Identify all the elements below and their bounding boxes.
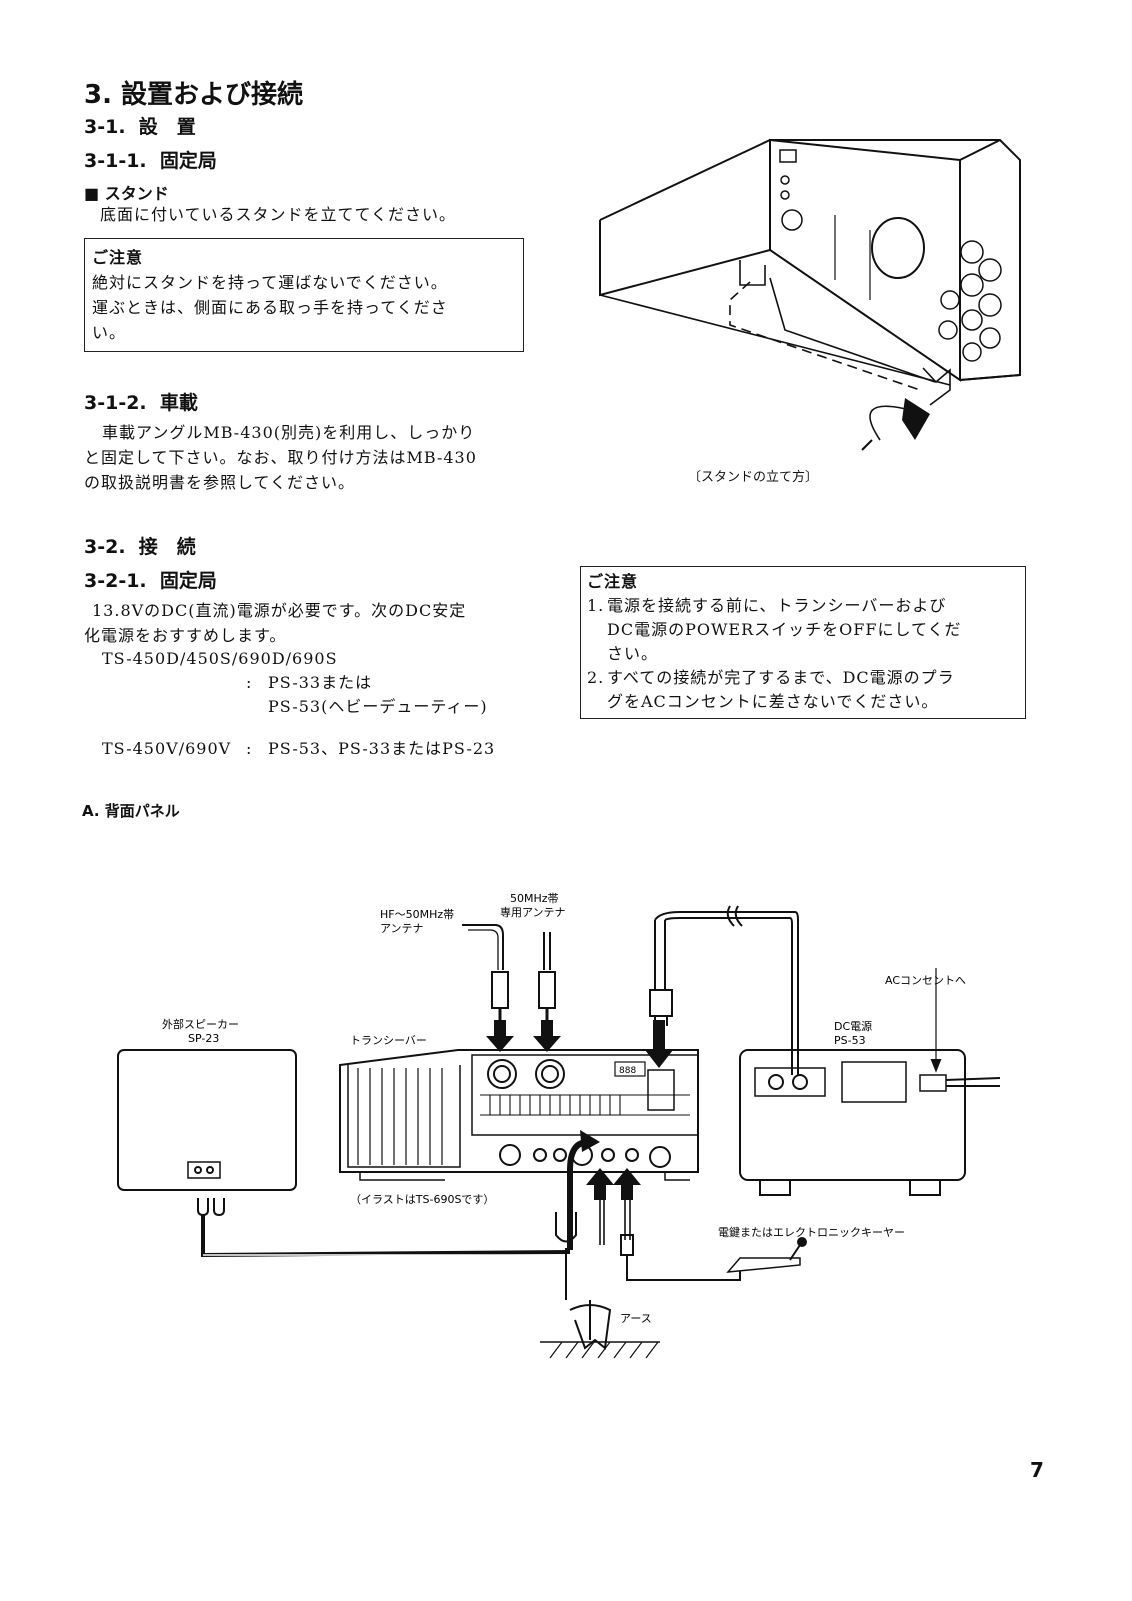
section-heading: 3. 設置および接続 [84,80,304,110]
hf-antenna-label: HF～50MHz帯 [380,908,454,921]
stand-heading: ■ スタンド [84,184,169,203]
vhf-antenna-label: 専用アンテナ [500,906,566,919]
vehicle-line: 車載アングルMB-430(別売)を利用し、しっかり [102,423,476,442]
caution-item: 1. 電源を接続する前に、トランシーバーおよび DC電源のPOWERスイッチをO… [587,596,962,663]
model-list-1: TS-450D/450S/690D/690S [102,649,338,668]
illustration-note: （イラストはTS-690Sです） [350,1193,494,1206]
caution-line: 絶対にスタンドを持って運ばないでください。 [92,273,448,292]
caution-line: 運ぶときは、側面にある取っ手を持ってくださ [92,298,448,317]
hf-antenna-label: アンテナ [380,922,424,935]
fixed-line: 13.8VのDC(直流)電源が必要です。次のDC安定 [92,601,467,620]
fixed-station-text: 13.8VのDC(直流)電源が必要です。次のDC安定 化電源をおすすめします。 [84,598,534,648]
model-2-options: PS-53、PS-33またはPS-23 [268,739,496,758]
subsection-3-1-heading: 3-1. 設 置 [84,116,196,138]
subsection-3-2-heading: 3-2. 接 続 [84,536,196,558]
display-readout: 888 [619,1066,636,1076]
vhf-antenna-label: 50MHz帯 [510,892,559,905]
subsection-3-2-1-heading: 3-2-1. 固定局 [84,570,217,592]
model-1-option-2: PS-53(ヘビーデューティー) [268,697,488,716]
caution-box-stand: ご注意 絶対にスタンドを持って運ばないでください。 運ぶときは、側面にある取っ手… [84,238,524,352]
stand-figure-caption: 〔スタンドの立て方〕 [688,470,819,485]
model-1-option-1: PS-33または [268,673,373,692]
caution-box-connection: ご注意 1. 電源を接続する前に、トランシーバーおよび DC電源のPOWERスイ… [580,566,1026,719]
speaker-label: 外部スピーカー [162,1017,239,1031]
vehicle-line: の取扱説明書を参照してください。 [84,473,356,492]
connection-diagram: HF～50MHz帯 アンテナ 50MHz帯 専用アンテナ ACコンセントへ 外部… [117,892,1001,1359]
rear-panel-label: A. 背面パネル [82,802,180,820]
transceiver-label: トランシーバー [350,1034,427,1047]
key-label: 電鍵またはエレクトロニックキーヤー [718,1225,905,1239]
model-list-2: TS-450V/690V [102,739,232,758]
stand-illustration [599,138,1021,451]
model-colon-2: : [246,739,253,758]
caution-item: 2. すべての接続が完了するまで、DC電源のプラ グをACコンセントに差さないで… [587,668,955,711]
dc-power-label: DC電源 [834,1019,872,1033]
page-number: 7 [1030,1458,1044,1482]
external-speaker [117,1049,297,1191]
subsection-3-1-1-heading: 3-1-1. 固定局 [84,150,217,172]
caution-line: い。 [92,323,127,342]
speaker-model: SP-23 [188,1032,219,1045]
dc-power-supply [739,1049,966,1181]
caution-title: ご注意 [587,572,639,591]
vehicle-text: 車載アングルMB-430(別売)を利用し、しっかり と固定して下さい。なお、取り… [84,420,534,495]
dc-power-model: PS-53 [834,1034,866,1047]
vehicle-line: と固定して下さい。なお、取り付け方法はMB-430 [84,448,477,467]
ground-label: アース [620,1312,652,1325]
model-colon-1: : [246,673,253,692]
subsection-3-1-2-heading: 3-1-2. 車載 [84,392,198,414]
stand-text: 底面に付いているスタンドを立ててください。 [100,205,457,224]
fixed-line: 化電源をおすすめします。 [84,626,287,645]
caution-title: ご注意 [92,248,144,267]
ac-outlet-label: ACコンセントへ [885,974,966,987]
